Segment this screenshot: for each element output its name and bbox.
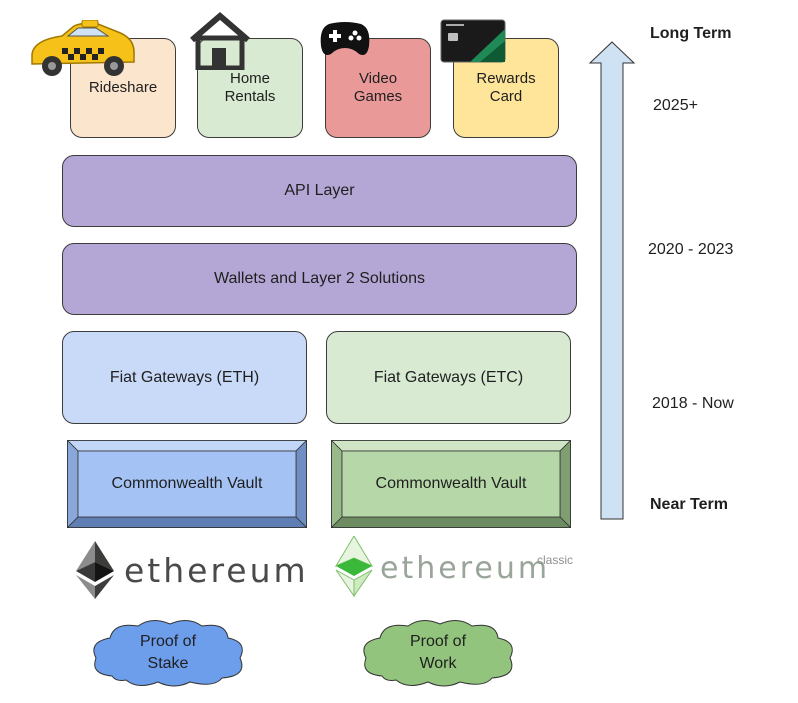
timeline-arrow <box>589 41 635 520</box>
app-box-video-games: Video Games <box>325 38 431 138</box>
taxi-icon <box>31 20 135 76</box>
fiat-gateway-etc-label: Fiat Gateways (ETC) <box>373 368 524 386</box>
api-layer: API Layer <box>62 155 577 227</box>
ethereum-classic-logo-text: ethereum <box>380 551 551 586</box>
app-label-rideshare: Rideshare <box>88 79 158 96</box>
ethereum-diamond-icon <box>76 541 114 599</box>
api-layer-label: API Layer <box>284 182 355 199</box>
wallets-layer: Wallets and Layer 2 Solutions <box>62 243 577 315</box>
vault-etc-label: Commonwealth Vault <box>375 475 527 492</box>
cloud-stake-label: Proof of Stake <box>139 633 197 672</box>
fiat-gateway-etc: Fiat Gateways (ETC) <box>326 331 571 424</box>
app-label-home-rentals: Home Rentals <box>224 70 276 105</box>
vault-etc: Commonwealth Vault <box>330 439 572 529</box>
timeline-phase-3: 2018 - Now <box>652 395 734 412</box>
app-label-video-games: Video Games <box>353 70 403 105</box>
timeline-phase-2: 2020 - 2023 <box>648 241 734 258</box>
ethereum-classic-suffix: classic <box>537 553 574 567</box>
ethereum-logo-text: ethereum <box>124 551 309 590</box>
cloud-work-label: Proof of Work <box>409 633 467 672</box>
timeline-long-term: Long Term <box>650 25 732 42</box>
cloud-proof-of-work: Proof of Work <box>356 618 520 688</box>
ethereum-classic-diamond-icon <box>334 536 374 598</box>
cloud-work-shape <box>363 620 513 687</box>
wallets-layer-label: Wallets and Layer 2 Solutions <box>213 270 426 287</box>
vault-etc-bevel <box>330 439 572 529</box>
gamepad-icon <box>320 22 370 55</box>
fiat-gateway-eth-label: Fiat Gateways (ETH) <box>109 368 260 386</box>
vault-eth: Commonwealth Vault <box>66 439 308 529</box>
fiat-gateway-eth: Fiat Gateways (ETH) <box>62 331 307 424</box>
vault-eth-label: Commonwealth Vault <box>111 475 263 492</box>
vault-eth-bevel <box>66 439 308 529</box>
house-icon <box>190 12 250 70</box>
timeline-phase-1: 2025+ <box>653 97 698 114</box>
app-label-rewards-card: Rewards Card <box>476 70 536 105</box>
cloud-stake-shape <box>93 620 243 687</box>
cloud-proof-of-stake: Proof of Stake <box>86 618 250 688</box>
card-icon <box>440 19 506 63</box>
timeline-near-term: Near Term <box>650 496 728 513</box>
